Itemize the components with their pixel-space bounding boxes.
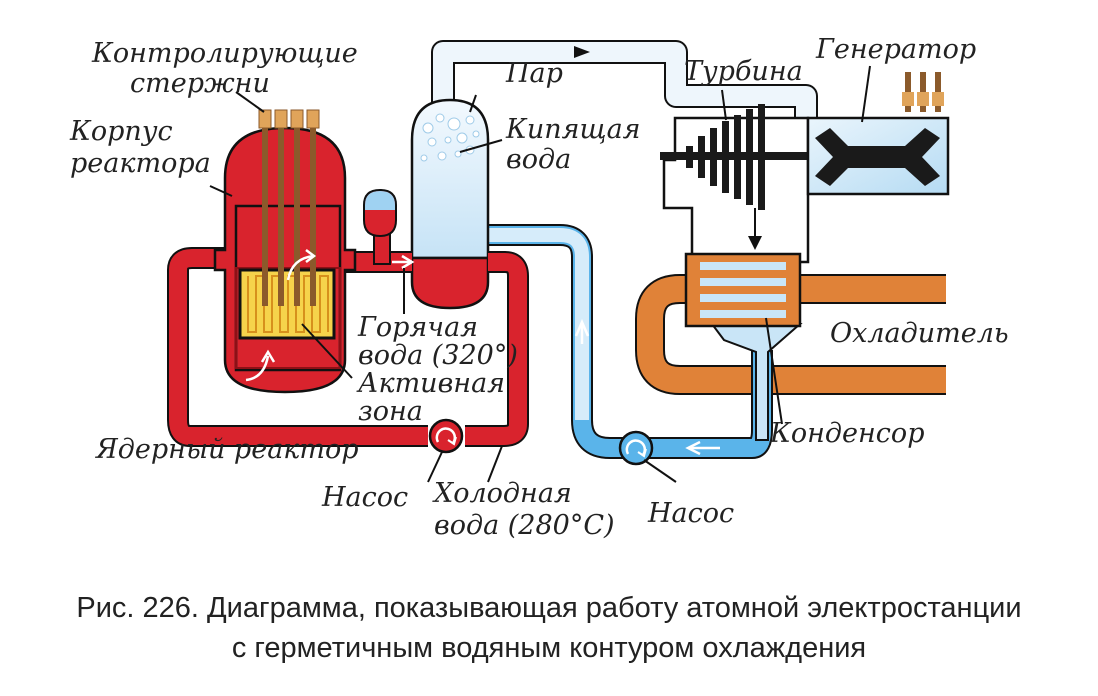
figure-caption: Рис. 226. Диаграмма, показывающая работу… (0, 588, 1098, 668)
reactor-core (238, 268, 336, 340)
turbine-shaft (660, 152, 860, 160)
caption-line1: Рис. 226. Диаграмма, показывающая работу… (76, 592, 1022, 624)
label-hot-water-line1: Горячая (357, 312, 478, 343)
label-core-line2: зона (358, 396, 423, 427)
feedwater-flow-arrow-up (574, 318, 590, 337)
label-core-line1: Активная (356, 368, 505, 399)
hot-flow-arrow (401, 254, 415, 270)
control-rods (258, 109, 320, 306)
label-condenser: Конденсор (769, 418, 924, 449)
steam-pipe (431, 40, 818, 128)
caption-line2: с герметичным водяным контуром охлаждени… (231, 632, 867, 664)
core-flow-arrow-bottom (245, 355, 270, 382)
exhaust-arrow (748, 236, 762, 250)
label-hot-water-line2: вода (320°) (358, 340, 518, 371)
core-flow-arrow-top (286, 254, 315, 281)
steam-bubbles (420, 113, 480, 162)
label-coolant: Охладитель (830, 318, 1009, 349)
label-vessel-line1: Корпус (69, 116, 173, 147)
label-reactor: Ядерный реактор (95, 434, 359, 465)
coolant-pipe (635, 274, 946, 395)
reactor-vessel (213, 109, 357, 394)
steam-flow-arrow (574, 46, 590, 58)
turbine-housing (660, 104, 860, 264)
label-turbine: Турбина (684, 56, 803, 87)
feedwater-flow-arrow-left (685, 440, 701, 456)
label-cold-water-line2: вода (280°С) (434, 510, 615, 541)
leader-lines (209, 65, 871, 483)
generator (806, 72, 950, 196)
feed-pump (618, 430, 654, 466)
label-pump-left: Насос (321, 482, 408, 513)
label-vessel-line2: реактора (70, 148, 211, 179)
label-control-rods-line1: Контролирующие (91, 38, 358, 69)
label-boiling-line2: вода (506, 144, 571, 175)
condenser (684, 252, 803, 441)
nuclear-plant-diagram: Контролирующие стержни Корпус реактора Я… (69, 34, 1009, 541)
label-cold-water-line1: Холодная (432, 478, 572, 509)
label-control-rods-line2: стержни (130, 68, 270, 99)
label-generator: Генератор (815, 34, 976, 65)
steam-generator (410, 98, 490, 310)
feedwater-pipe (488, 224, 773, 459)
label-boiling-line1: Кипящая (505, 114, 641, 145)
label-steam: Пар (505, 58, 563, 89)
label-pump-right: Насос (647, 498, 734, 529)
generator-terminals (902, 72, 944, 112)
pressurizer (363, 188, 397, 265)
primary-pump (428, 418, 464, 454)
